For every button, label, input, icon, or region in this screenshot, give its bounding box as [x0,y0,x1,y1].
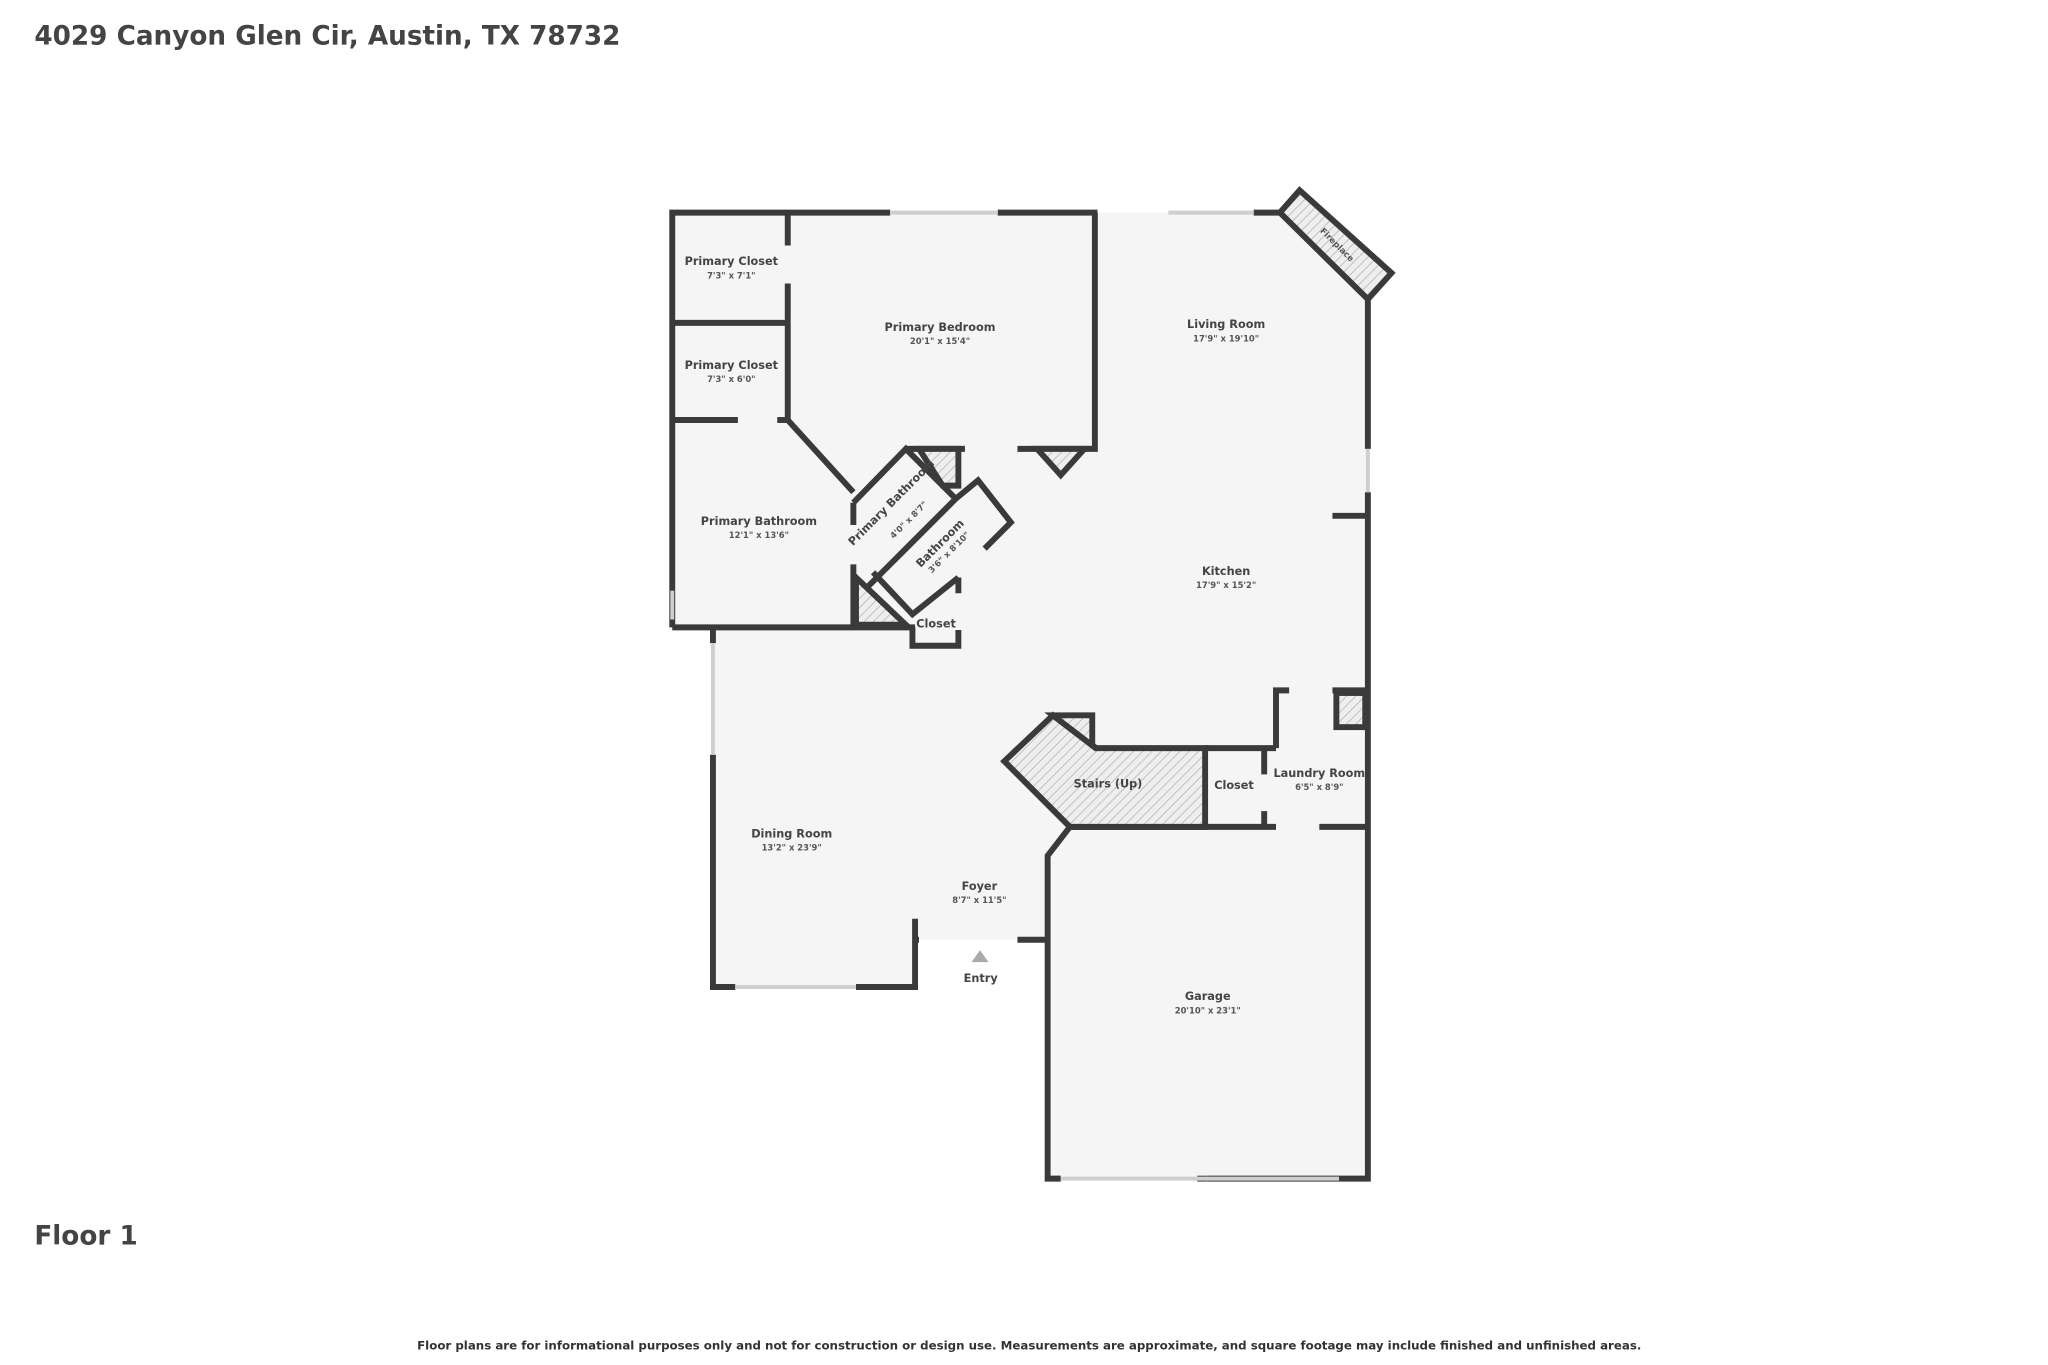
disclaimer: Floor plans are for informational purpos… [417,1338,1641,1352]
room-name: Garage [1185,990,1231,1003]
room-name: Foyer [962,880,998,893]
room-dims: 17'9" x 19'10" [1193,333,1259,343]
room-name: Closet [1214,779,1254,792]
room-name: Primary Closet [685,255,779,268]
fireplace [1275,186,1396,304]
room-dims: 7'3" x 7'1" [707,270,756,280]
room-name: Primary Closet [685,359,779,372]
room-name: Primary Bedroom [885,321,996,334]
room-name: Primary Bathroom [701,515,817,528]
room-dims: 13'2" x 23'9" [762,843,822,853]
room-dims: 8'7" x 11'5" [952,895,1006,905]
room-name: Living Room [1187,318,1265,331]
room-dims: 7'3" x 6'0" [707,374,756,384]
room-dims: 12'1" x 13'6" [729,530,789,540]
address-title: 4029 Canyon Glen Cir, Austin, TX 78732 [34,22,620,52]
room-dims: 20'1" x 15'4" [910,336,970,346]
room-dims: 6'5" x 8'9" [1295,782,1344,792]
floor-label: Floor 1 [34,1221,137,1251]
room-name: Closet [916,617,956,630]
room-name: Dining Room [751,827,832,840]
room-name: Laundry Room [1274,767,1366,780]
entry-label: Entry [964,972,999,985]
entry-arrow-icon [971,950,989,963]
windows [670,210,1370,1181]
floor-area [672,212,1368,1179]
room-dims: 20'10" x 23'1" [1175,1005,1241,1015]
room-name: Stairs (Up) [1074,778,1143,791]
room-dims: 17'9" x 15'2" [1196,580,1256,590]
room-name: Kitchen [1202,565,1250,578]
